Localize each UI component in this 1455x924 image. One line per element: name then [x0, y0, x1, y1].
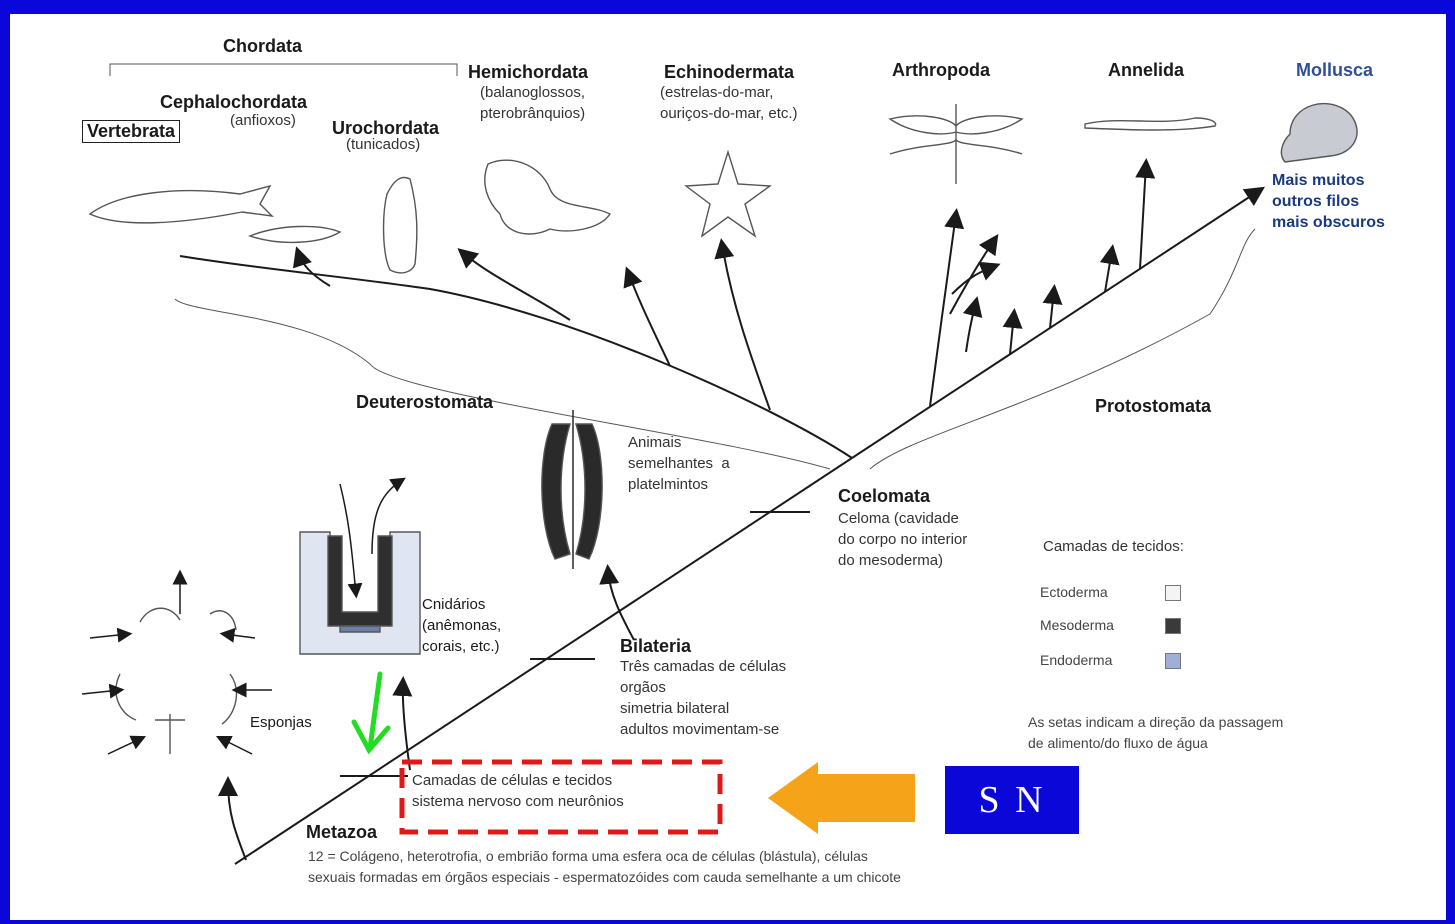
- dragonfly-drawing: [890, 104, 1022, 184]
- legend-title: Camadas de tecidos:: [1043, 538, 1184, 555]
- legend-label-mesoderma: Mesoderma: [1040, 617, 1114, 633]
- legend-label-endoderma: Endoderma: [1040, 652, 1112, 668]
- sponge-drawing: [116, 608, 236, 754]
- legend-label-ectoderma: Ectoderma: [1040, 584, 1108, 600]
- flatworm-right: [576, 424, 602, 559]
- orange-arrow: [768, 762, 915, 834]
- node-coelomata-desc: Celoma (cavidade do corpo no interior do…: [838, 508, 967, 571]
- node-tecidos-desc: Camadas de células e tecidos sistema ner…: [412, 770, 624, 812]
- label-echinodermata: Echinodermata: [664, 62, 794, 83]
- label-cephalochordata: Cephalochordata: [160, 92, 307, 113]
- sn-label-box: S N: [945, 766, 1079, 834]
- label-cnidarios: Cnidários (anêmonas, corais, etc.): [422, 594, 501, 657]
- label-echinodermata-note: (estrelas-do-mar, ouriços-do-mar, etc.): [660, 82, 798, 124]
- label-mollusca: Mollusca: [1296, 60, 1373, 81]
- node-metazoa-title: Metazoa: [306, 822, 377, 843]
- flatworm-left: [542, 424, 570, 559]
- node-bilateria-title: Bilateria: [620, 636, 691, 657]
- cnidarian-body: [300, 532, 420, 654]
- label-annelida: Annelida: [1108, 60, 1184, 81]
- green-pointer-arrow: [354, 674, 388, 750]
- legend-swatch-ectoderma: [1165, 585, 1181, 601]
- label-protostomata: Protostomata: [1095, 396, 1211, 417]
- tunicate-drawing: [384, 177, 417, 272]
- fish-drawing: [90, 186, 272, 223]
- acorn-worm-drawing: [485, 160, 610, 234]
- starfish-drawing: [686, 152, 770, 236]
- legend-swatch-endoderma: [1165, 653, 1181, 669]
- node-bilateria-desc: Três camadas de células orgãos simetria …: [620, 656, 786, 740]
- label-cephalochordata-note: (anfioxos): [230, 112, 296, 129]
- label-mollusca-note: Mais muitos outros filos mais obscuros: [1272, 170, 1385, 233]
- label-vertebrata: Vertebrata: [82, 120, 180, 143]
- worm-drawing: [1085, 118, 1216, 130]
- label-arthropoda: Arthropoda: [892, 60, 990, 81]
- legend-note: As setas indicam a direção da passagem d…: [1028, 712, 1283, 754]
- label-chordata: Chordata: [223, 36, 302, 57]
- sn-label: S N: [978, 778, 1045, 822]
- diagram-canvas: Chordata Cephalochordata (anfioxos) Vert…: [10, 14, 1446, 920]
- label-flatworm-note: Animais semelhantes a platelmintos: [628, 432, 730, 495]
- node-coelomata-title: Coelomata: [838, 486, 930, 507]
- lancelet-drawing: [250, 226, 340, 242]
- label-esponjas: Esponjas: [250, 714, 312, 731]
- label-deuterostomata: Deuterostomata: [356, 392, 493, 413]
- protostome-branch: [852, 190, 1260, 458]
- legend-swatch-mesoderma: [1165, 618, 1181, 634]
- node-metazoa-desc: 12 = Colágeno, heterotrofia, o embrião f…: [308, 846, 901, 888]
- snail-drawing: [1281, 104, 1357, 162]
- label-hemichordata-note: (balanoglossos, pterobrânquios): [480, 82, 585, 124]
- label-hemichordata: Hemichordata: [468, 62, 588, 83]
- label-urochordata-note: (tunicados): [346, 136, 420, 153]
